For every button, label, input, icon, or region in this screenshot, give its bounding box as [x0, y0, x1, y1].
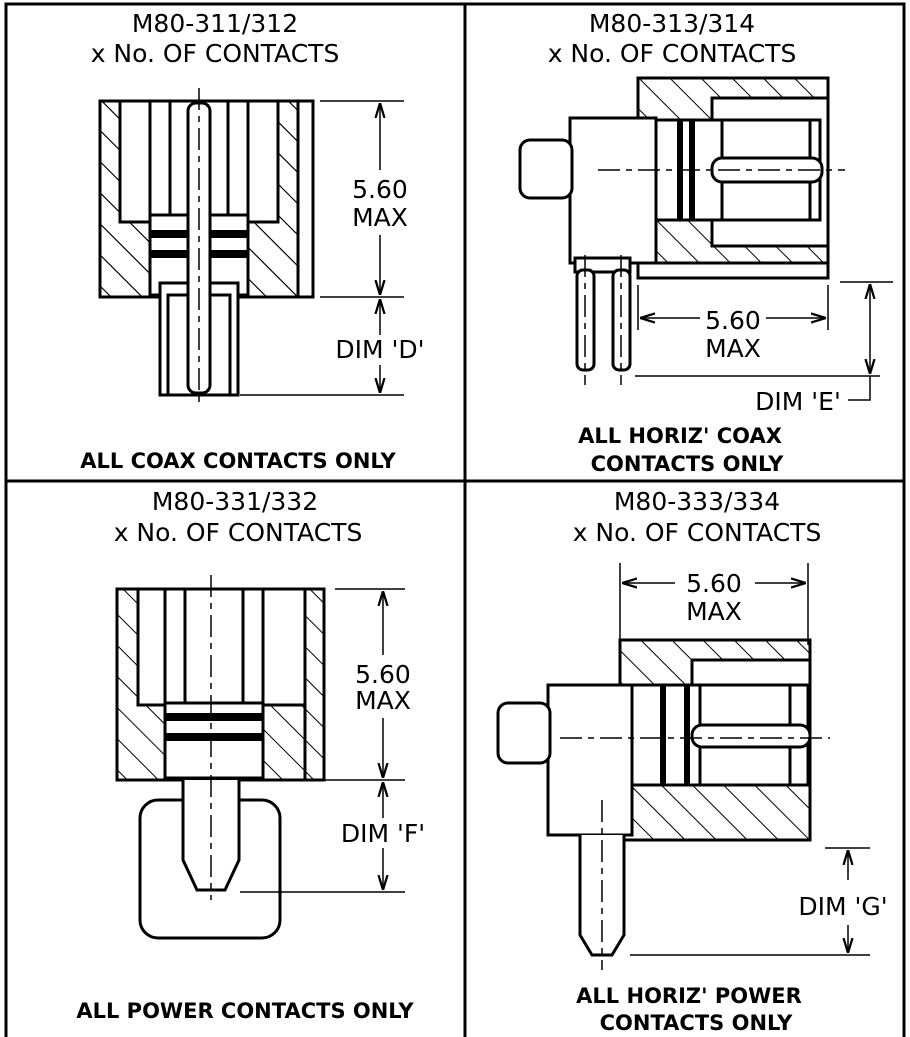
connector-body: [115, 575, 326, 940]
caption: ALL COAX CONTACTS ONLY: [80, 449, 396, 473]
dim-value: 5.60: [355, 660, 411, 689]
contacts-note: x No. OF CONTACTS: [114, 518, 363, 547]
drawing-frame: [4, 2, 906, 1037]
panel-top-right: M80-313/314 x No. OF CONTACTS: [518, 9, 893, 476]
contacts-note: x No. OF CONTACTS: [548, 39, 797, 68]
contacts-note: x No. OF CONTACTS: [91, 39, 340, 68]
dim-ref: DIM 'D': [335, 335, 424, 364]
caption-line-2: CONTACTS ONLY: [600, 1011, 793, 1035]
caption: ALL POWER CONTACTS ONLY: [76, 999, 414, 1023]
dim-max: MAX: [686, 597, 742, 626]
dim-max: MAX: [352, 203, 408, 232]
connector-body: [496, 638, 830, 970]
part-number: M80-331/332: [152, 487, 318, 516]
dimension-lines: [630, 847, 870, 956]
panel-bottom-right: M80-333/334 x No. OF CONTACTS 5.60 MAX: [496, 487, 888, 1035]
dim-ref: DIM 'E': [755, 387, 841, 416]
panel-top-left: M80-311/312 x No. OF CONTACTS: [80, 9, 424, 473]
dimension-lines: [240, 100, 404, 396]
dim-value: 5.60: [352, 175, 408, 204]
dimension-lines: [635, 281, 893, 401]
connector-body: [518, 76, 845, 385]
caption-line-2: CONTACTS ONLY: [591, 452, 784, 476]
dim-value: 5.60: [705, 306, 761, 335]
dim-ref: DIM 'G': [798, 892, 887, 921]
dim-max: MAX: [705, 334, 761, 363]
panel-bottom-left: M80-331/332 x No. OF CONTACTS 5.60: [76, 487, 425, 1023]
caption-line-1: ALL HORIZ' COAX: [578, 424, 782, 448]
dim-ref: DIM 'F': [341, 819, 425, 848]
dim-max: MAX: [355, 686, 411, 715]
dimension-lines: [240, 588, 405, 893]
connector-body: [98, 88, 315, 405]
contacts-note: x No. OF CONTACTS: [573, 518, 822, 547]
dimension-lines-top: [619, 563, 809, 645]
part-number: M80-311/312: [132, 9, 298, 38]
caption-line-1: ALL HORIZ' POWER: [576, 984, 802, 1008]
part-number: M80-333/334: [614, 487, 780, 516]
dim-value: 5.60: [686, 569, 742, 598]
part-number: M80-313/314: [589, 9, 755, 38]
